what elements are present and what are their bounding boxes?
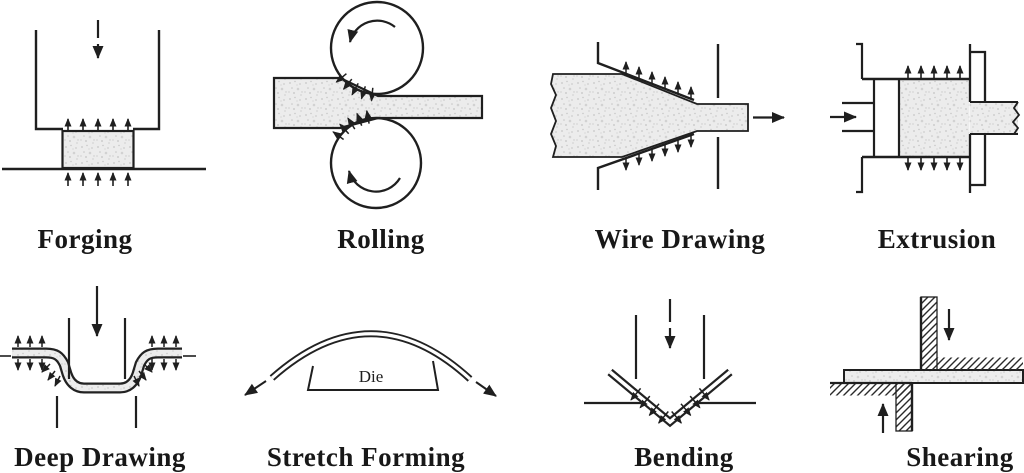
rolling-diagram	[272, 0, 484, 210]
extrusion-ram	[842, 80, 901, 156]
forging-die-left	[34, 30, 63, 131]
extrusion-product-outline	[970, 101, 1021, 135]
wire-drawing-die-upper	[596, 42, 695, 102]
wire-drawing-workpiece	[550, 73, 749, 158]
label-bending: Bending	[634, 442, 734, 472]
shearing-sheet	[843, 369, 1024, 384]
bending-pressure-ticks	[630, 387, 710, 424]
stretch-forming-left-tension-arrow	[244, 380, 267, 396]
shearing-upper-holder-hatch	[937, 357, 1023, 370]
label-wire-drawing: Wire Drawing	[594, 224, 766, 254]
label-deep-drawing: Deep Drawing	[14, 442, 186, 472]
wire-drawing-pressure-arrows	[622, 61, 695, 171]
forging-pressure-arrows	[64, 118, 132, 186]
rolling-top-rotation-arrow	[347, 19, 396, 43]
rolling-bottom-rotation-arrow	[346, 170, 401, 193]
extrusion-billet	[899, 80, 970, 156]
deep-drawing-die	[55, 396, 138, 428]
extrusion-die	[968, 44, 987, 193]
extrusion-diagram	[830, 42, 1021, 194]
rolling-strip	[272, 76, 484, 130]
shearing-upper-blade	[920, 296, 938, 371]
bending-punch	[634, 315, 706, 379]
bending-sheet-outline	[607, 368, 733, 428]
stretch-forming-sheet	[270, 332, 472, 381]
shearing-diagram	[830, 296, 1024, 433]
shearing-lower-blade	[895, 382, 913, 432]
forging-diagram	[2, 20, 206, 186]
deep-drawing-blankholder-arrows	[14, 335, 180, 387]
wire-drawing-diagram	[550, 42, 785, 190]
deep-drawing-punch	[67, 318, 127, 379]
deep-drawing-sheet	[12, 349, 182, 392]
wire-drawing-die-lower	[596, 132, 695, 190]
deep-drawing-sheet-outline	[12, 347, 182, 394]
stretch-forming-diagram: Die	[244, 330, 497, 397]
extrusion-product	[970, 102, 1018, 134]
label-rolling: Rolling	[337, 224, 425, 254]
extrusion-pressure-arrows	[904, 65, 964, 171]
label-forging: Forging	[37, 224, 133, 254]
stretch-forming-right-tension-arrow	[475, 381, 497, 397]
bending-sheet	[608, 370, 732, 425]
shearing-lower-holder-hatch	[830, 383, 912, 396]
rolling-top-roll	[329, 0, 425, 96]
bending-diagram	[584, 299, 756, 428]
label-extrusion: Extrusion	[877, 224, 997, 254]
label-stretch-forming: Stretch Forming	[266, 442, 466, 472]
extrusion-container-bottom-left	[856, 157, 864, 194]
forging-workpiece	[61, 129, 135, 170]
extrusion-container-top-left	[856, 42, 864, 79]
stretch-forming-die-block	[306, 360, 440, 391]
deep-drawing-diagram	[0, 286, 196, 428]
rolling-bottom-roll	[329, 116, 423, 210]
stretch-forming-die-label: Die	[359, 367, 384, 386]
rolling-friction-ticks	[332, 73, 376, 141]
forging-die-right	[133, 30, 161, 131]
label-shearing: Shearing	[906, 442, 1014, 472]
